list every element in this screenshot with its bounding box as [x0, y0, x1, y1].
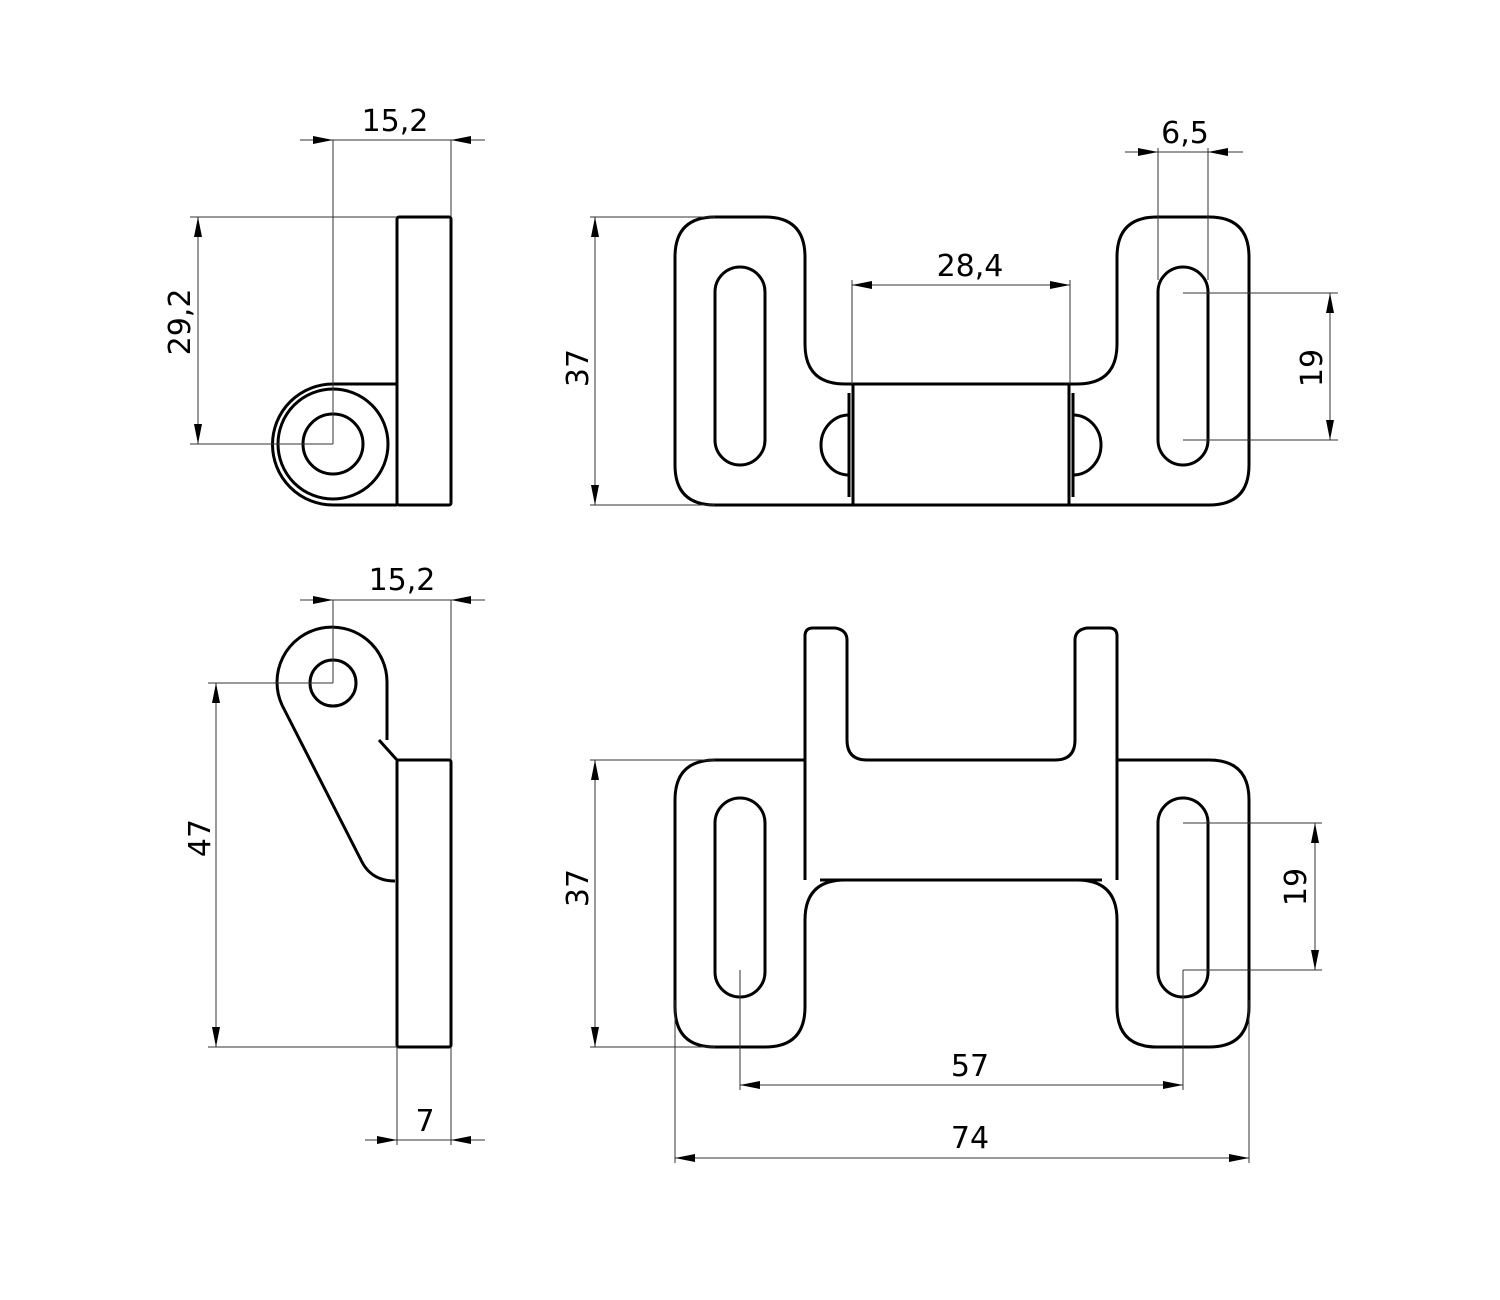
dim-width-label: 15,2 — [369, 563, 436, 598]
dim-hole-spacing-label: 57 — [951, 1049, 989, 1084]
side-view-open: 15,2 47 7 — [183, 563, 485, 1145]
dim-height-label: 37 — [561, 869, 596, 907]
dim-height-label: 29,2 — [163, 289, 198, 356]
dim-roller-label: 28,4 — [937, 249, 1004, 284]
dim-slot-length-label: 19 — [1279, 868, 1314, 906]
dim-overall-width-label: 74 — [951, 1121, 989, 1156]
dim-slot-length-label: 19 — [1295, 349, 1330, 387]
dim-thickness-label: 7 — [415, 1104, 434, 1139]
side-view-closed: 15,2 29,2 — [163, 104, 485, 507]
front-view-closed: 28,4 37 6,5 19 — [561, 116, 1338, 507]
front-view-open: 37 19 57 74 — [561, 626, 1322, 1163]
dim-width-label: 15,2 — [362, 104, 429, 139]
dim-height-label: 47 — [183, 819, 218, 857]
dim-slot-width-label: 6,5 — [1161, 116, 1209, 151]
dim-height-label: 37 — [561, 349, 596, 387]
